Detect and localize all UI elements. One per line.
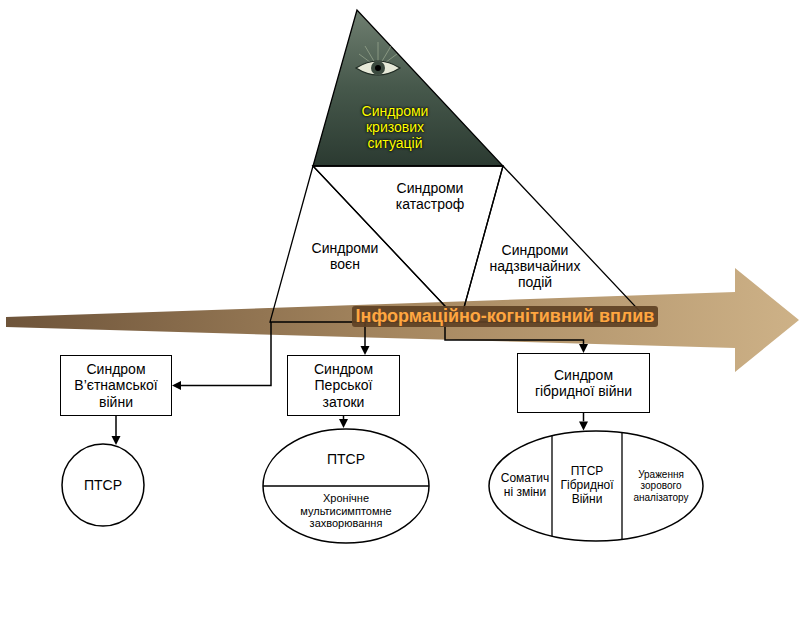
divider-line — [621, 433, 622, 540]
process-box: Синдром В’єтнамської війни — [60, 355, 172, 416]
arrowhead — [579, 344, 588, 353]
node-text: ПТСР Гібридної Війни — [554, 465, 620, 506]
connector-line — [115, 416, 117, 436]
arrowhead — [112, 436, 121, 445]
node-text: ПТСР — [68, 477, 138, 493]
ellipse-outline — [62, 444, 144, 526]
split-ellipse: ПТСР Хронічне мультисимптомне захворюванн… — [262, 428, 430, 544]
arrowhead — [579, 421, 588, 430]
ellipse-outline — [263, 429, 429, 543]
triangle-outline — [460, 166, 650, 322]
eye-symbol — [356, 61, 400, 75]
process-box: Синдром гібридної війни — [517, 353, 650, 413]
process-box: Синдром Перської затоки — [287, 355, 400, 416]
eye-iris — [371, 61, 385, 75]
node-text: Синдром гібридної війни — [524, 367, 643, 399]
connector-arrow — [112, 416, 121, 445]
result-circle: ПТСР — [61, 443, 145, 527]
node-text: Ураження зорового аналізатору — [626, 469, 696, 504]
node-text: Синдром Перської затоки — [294, 361, 393, 409]
left-triangle: Синдроми воєн — [270, 166, 460, 322]
arrowhead — [172, 381, 181, 390]
arrowhead — [361, 346, 370, 355]
connector-arrow — [172, 322, 271, 390]
divider-line — [263, 485, 429, 486]
node-text: ПТСР — [296, 451, 396, 467]
node-text: Синдром В’єтнамської війни — [67, 361, 165, 409]
connector-arrow — [339, 416, 348, 428]
arrowhead — [339, 419, 348, 428]
connector-line — [343, 416, 345, 419]
node-text: Соматичні зміни — [500, 472, 550, 500]
triangle-outline — [270, 166, 460, 322]
node-text: Синдроми воєн — [300, 240, 390, 272]
split-ellipse: Соматичні зміниПТСР Гібридної ВійниУраже… — [488, 430, 704, 542]
eye-pupil — [375, 65, 381, 71]
node-text: Синдроми кризових ситуацій — [345, 103, 445, 151]
right-triangle: Синдроми надзвичайних подій — [460, 166, 650, 322]
node-text: Синдроми надзвичайних подій — [485, 242, 585, 290]
node-text: Хронічне мультисимптомне захворювання — [291, 492, 401, 530]
connector-arrow — [579, 413, 588, 430]
connector-line — [583, 413, 585, 421]
connector-line — [181, 322, 271, 386]
ellipse-outline — [489, 431, 703, 541]
divider-line — [551, 436, 552, 536]
node-text: Синдроми катастроф — [380, 180, 480, 212]
triangle-outline — [313, 10, 503, 166]
arrow-label: Інформаційно-когнітивний вплив — [352, 306, 659, 327]
apex-triangle: Синдроми кризових ситуацій — [313, 10, 503, 166]
